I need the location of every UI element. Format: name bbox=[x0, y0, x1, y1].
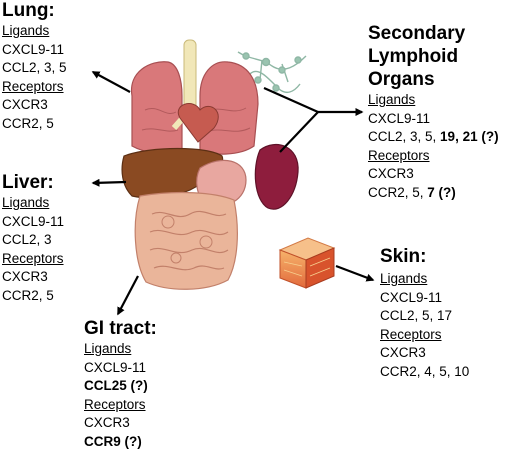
lung-receptor: CXCR3 bbox=[2, 97, 48, 112]
gi-receptor-bold: CCR9 (?) bbox=[84, 433, 157, 452]
skin-ligands-label: Ligands bbox=[380, 271, 428, 286]
arrow-to-skin bbox=[335, 264, 375, 282]
secondary-lymphoid-organs-panel: Secondary Lymphoid Organs Ligands CXCL9-… bbox=[368, 22, 499, 202]
slo-ligand-bold: 19, 21 (?) bbox=[440, 129, 499, 144]
spleen-icon bbox=[254, 143, 299, 210]
slo-title-line: Organs bbox=[368, 69, 435, 90]
lung-ligand: CXCL9-11 bbox=[2, 41, 65, 57]
slo-ligands-label: Ligands bbox=[368, 92, 416, 107]
gi-receptor: CXCR3 bbox=[84, 415, 130, 430]
gi-receptor-bold-text: CCR9 (?) bbox=[84, 433, 142, 449]
liver-panel: Liver: Ligands CXCL9-11 CCL2, 3 Receptor… bbox=[2, 172, 64, 305]
bracket-to-slo bbox=[263, 86, 320, 153]
lymphatic-vessels-icon bbox=[237, 51, 307, 94]
slo-receptor-prefix: CCR2, 5, bbox=[368, 184, 428, 200]
slo-receptor: CXCR3 bbox=[368, 166, 414, 181]
gi-tract-panel: GI tract: Ligands CXCL9-11 CCL25 (?) Rec… bbox=[84, 318, 157, 451]
liver-ligand: CXCL9-11 bbox=[2, 213, 65, 229]
slo-receptor: CCR2, 5, 7 (?) bbox=[368, 184, 499, 203]
slo-title-line: Secondary bbox=[368, 23, 466, 44]
liver-title: Liver: bbox=[2, 172, 54, 193]
slo-receptors-label: Receptors bbox=[368, 147, 430, 163]
lungs-icon bbox=[130, 39, 259, 155]
gi-ligands-label: Ligands bbox=[84, 341, 132, 356]
lung-title: Lung: bbox=[2, 0, 55, 21]
lung-ligand: CCL2, 3, 5 bbox=[2, 60, 67, 75]
skin-ligand: CXCL9-11 bbox=[380, 289, 443, 305]
slo-ligand: CXCL9-11 bbox=[368, 110, 431, 126]
gi-ligand-bold-text: CCL25 (?) bbox=[84, 378, 148, 393]
skin-panel: Skin: Ligands CXCL9-11 CCL2, 5, 17 Recep… bbox=[380, 246, 469, 381]
liver-receptor: CCR2, 5 bbox=[2, 287, 54, 303]
gi-receptors-label: Receptors bbox=[84, 396, 146, 412]
skin-receptor: CXCR3 bbox=[380, 345, 426, 360]
gi-ligand: CXCL9-11 bbox=[84, 359, 147, 375]
intestines-icon bbox=[134, 191, 238, 290]
skin-receptors-label: Receptors bbox=[380, 326, 442, 342]
slo-ligand: CCL2, 3, 5, 19, 21 (?) bbox=[368, 128, 499, 147]
gi-ligand-bold: CCL25 (?) bbox=[84, 377, 157, 396]
arrow-to-gi bbox=[117, 275, 139, 316]
skin-ligand: CCL2, 5, 17 bbox=[380, 308, 453, 323]
liver-ligand: CCL2, 3 bbox=[2, 232, 52, 247]
slo-ligand-prefix: CCL2, 3, 5, bbox=[368, 129, 441, 144]
skin-tissue-icon bbox=[278, 237, 336, 289]
skin-title: Skin: bbox=[380, 246, 427, 267]
lung-receptors-label: Receptors bbox=[2, 78, 64, 94]
arrows bbox=[91, 71, 375, 316]
liver-receptor: CXCR3 bbox=[2, 269, 48, 284]
lung-receptor: CCR2, 5 bbox=[2, 115, 54, 131]
slo-receptor-bold: 7 (?) bbox=[427, 184, 456, 200]
arrow-to-lung bbox=[91, 71, 131, 93]
lung-panel: Lung: Ligands CXCL9-11 CCL2, 3, 5 Recept… bbox=[2, 0, 67, 133]
skin-receptor: CCR2, 4, 5, 10 bbox=[380, 363, 470, 379]
lung-ligands-label: Ligands bbox=[2, 23, 50, 38]
liver-receptors-label: Receptors bbox=[2, 250, 64, 266]
gi-title: GI tract: bbox=[84, 318, 157, 339]
arrow-to-liver bbox=[91, 178, 127, 187]
slo-title-line: Lymphoid bbox=[368, 46, 459, 67]
liver-ligands-label: Ligands bbox=[2, 195, 50, 210]
